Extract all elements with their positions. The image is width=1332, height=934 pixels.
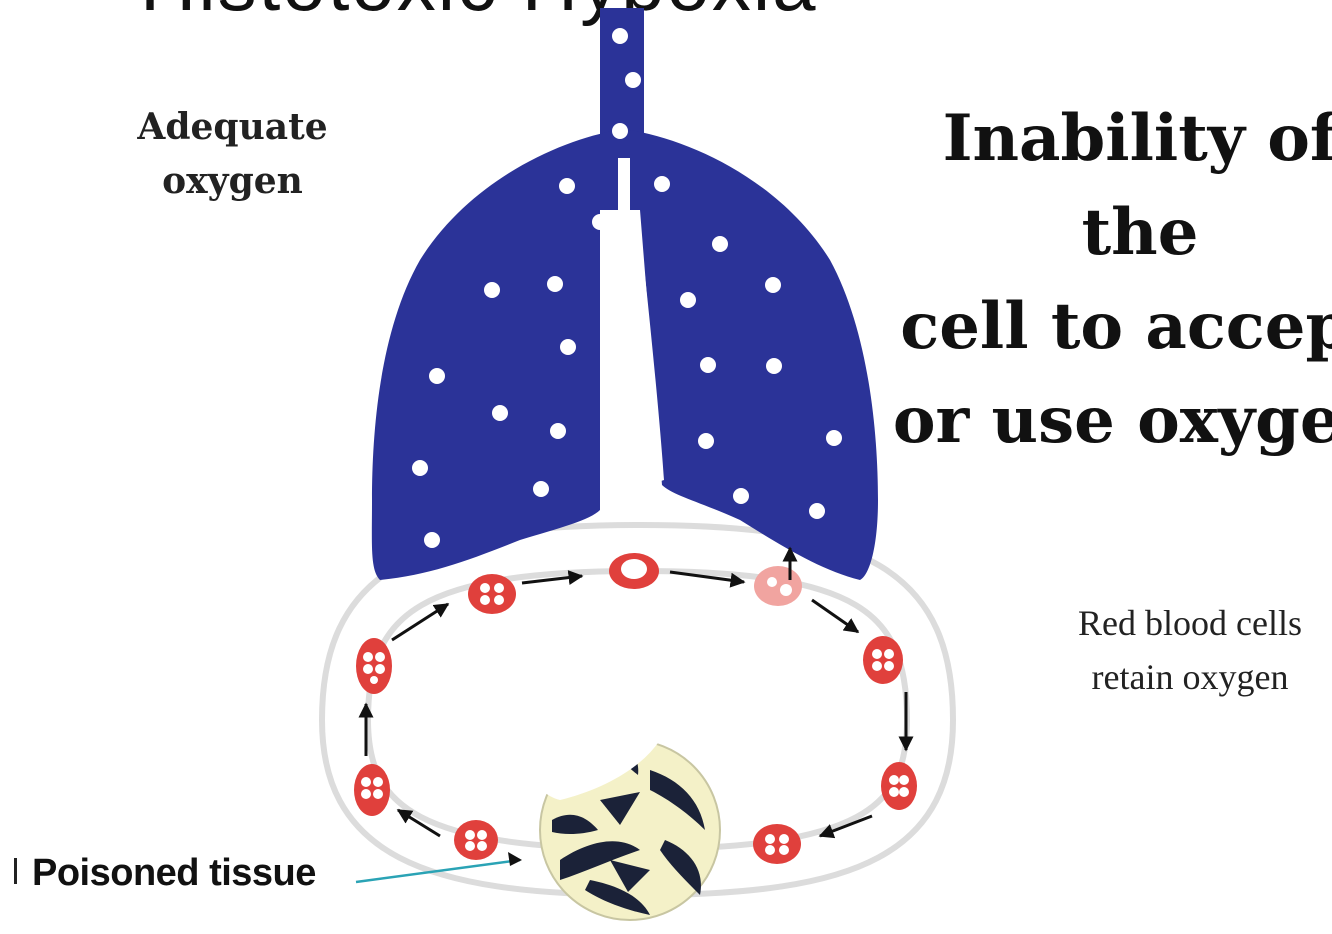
red-blood-cell-icon	[454, 820, 498, 860]
red-blood-cell-icon	[609, 553, 659, 589]
red-blood-cell-icon	[468, 574, 516, 614]
tissue-icon	[537, 727, 720, 920]
poisoned-tissue-label: Poisoned tissue	[32, 852, 316, 895]
lungs-icon	[372, 8, 878, 580]
red-blood-cell-icon	[881, 762, 917, 810]
red-blood-cells-line-2: retain oxygen	[1040, 650, 1332, 704]
red-blood-cells-line-1: Red blood cells	[1040, 596, 1332, 650]
inability-line-4: or use oxygen	[880, 374, 1332, 468]
red-blood-cell-icon	[863, 636, 903, 684]
edge-mark	[14, 858, 17, 884]
inability-line-1: Inability of	[880, 92, 1332, 186]
red-blood-cell-icon	[754, 566, 802, 606]
red-blood-cell-icon	[356, 638, 392, 694]
inability-label: Inability of the cell to accept or use o…	[880, 92, 1332, 468]
red-blood-cells-label: Red blood cells retain oxygen	[1040, 596, 1332, 704]
inability-line-2: the	[880, 186, 1332, 280]
red-blood-cell-icon	[753, 824, 801, 864]
adequate-oxygen-text: Adequate oxygen	[137, 106, 327, 202]
red-blood-cell-icon	[354, 764, 390, 816]
inability-line-3: cell to accept	[880, 280, 1332, 374]
adequate-oxygen-label: Adequate oxygen	[110, 100, 355, 208]
